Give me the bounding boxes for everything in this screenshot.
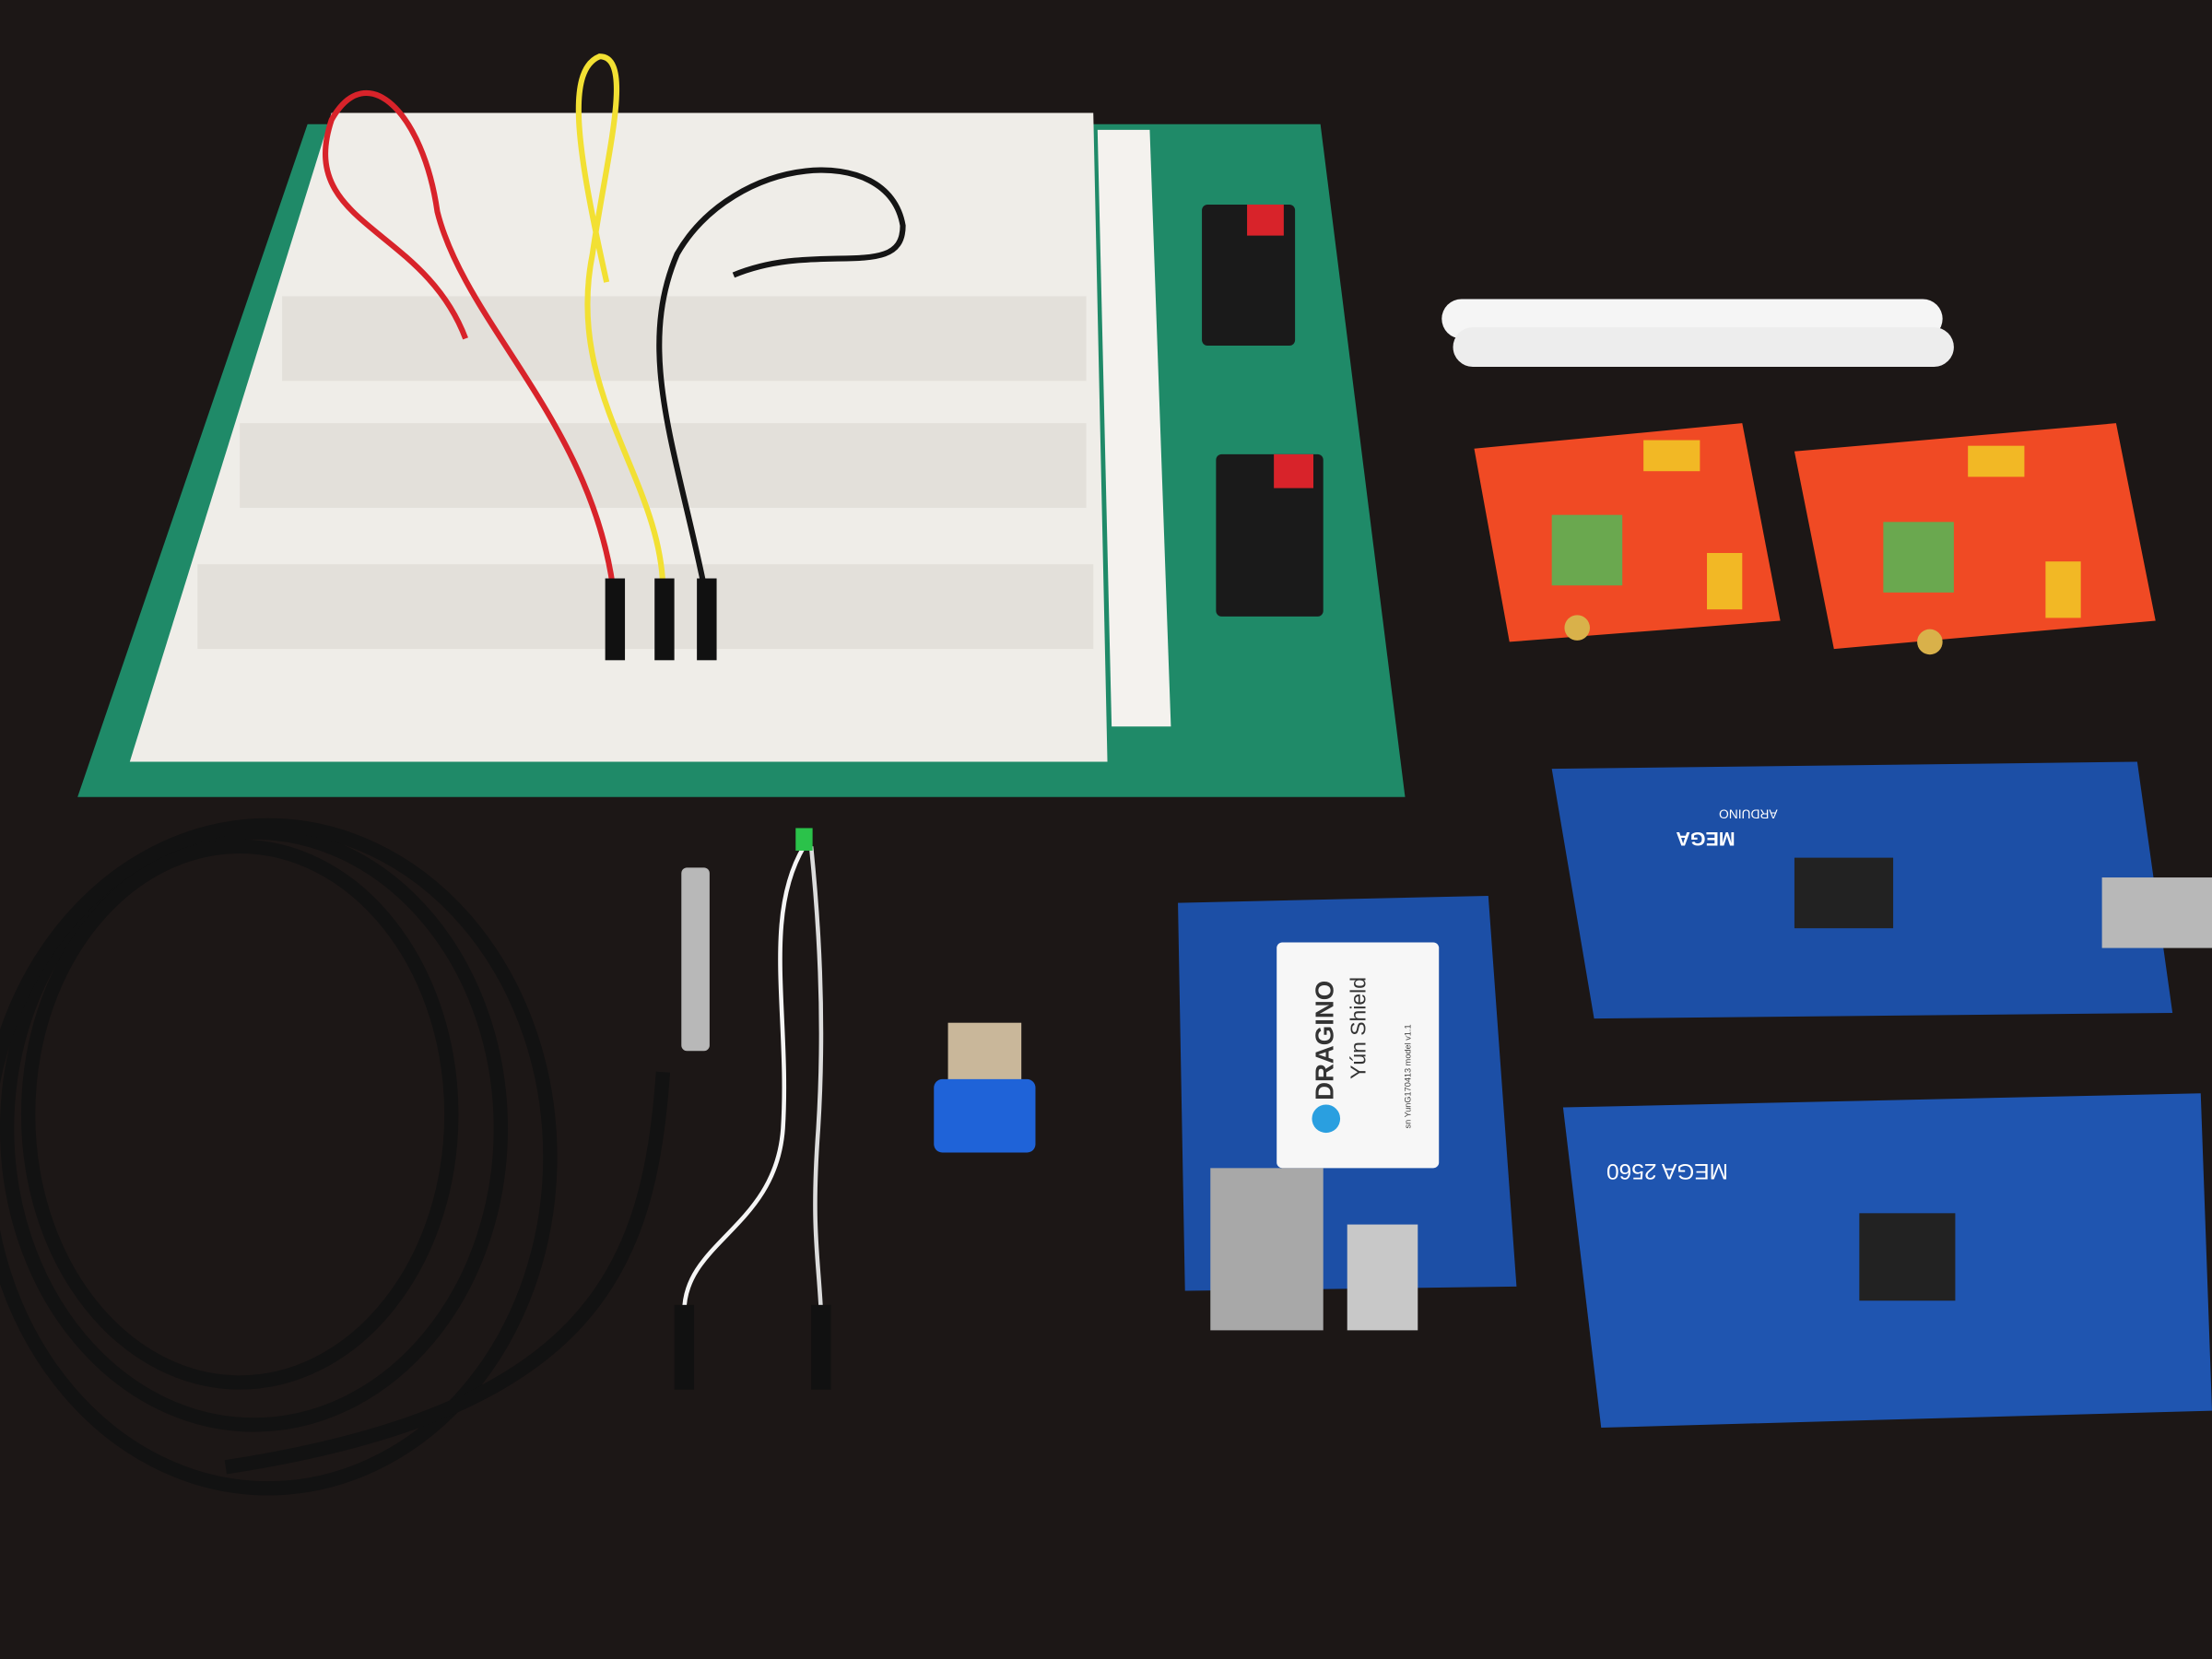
usb-dongle	[934, 1022, 1036, 1153]
probe-tip	[681, 867, 710, 1052]
lora-shield-1	[1474, 423, 1781, 642]
ethernet-port	[1210, 1168, 1324, 1331]
arduino-mega-top: MEGA ARDUINO	[1551, 761, 2212, 1019]
lora-shield-2	[1794, 423, 2156, 655]
led-wires	[674, 828, 831, 1390]
yun-shield-text: Yún Shield	[1347, 977, 1371, 1079]
jumper-wires	[323, 53, 906, 661]
arduino-logo-text: ARDUINO	[1719, 807, 1778, 821]
temperature-probe-cable	[0, 818, 671, 1496]
mega-2560-text: MEGA 2560	[1606, 1159, 1728, 1183]
mega-logo-text: MEGA	[1676, 828, 1735, 850]
breadboard-power-rail	[1097, 129, 1171, 727]
dragino-brand-text: DRAGINO	[1310, 981, 1338, 1100]
usb-port	[1347, 1224, 1418, 1331]
antennas	[1441, 299, 1954, 367]
terminal-clip-1	[1202, 204, 1296, 346]
breadboard	[77, 112, 1406, 797]
arduino-mega-2560: MEGA 2560	[1562, 1093, 2212, 1428]
dragino-yun-shield: DRAGINO Yún Shield sn YunG170413 model v…	[1178, 895, 1517, 1331]
terminal-clip-2	[1216, 453, 1324, 617]
serial-text: sn YunG170413 model v1.1	[1404, 1024, 1413, 1128]
